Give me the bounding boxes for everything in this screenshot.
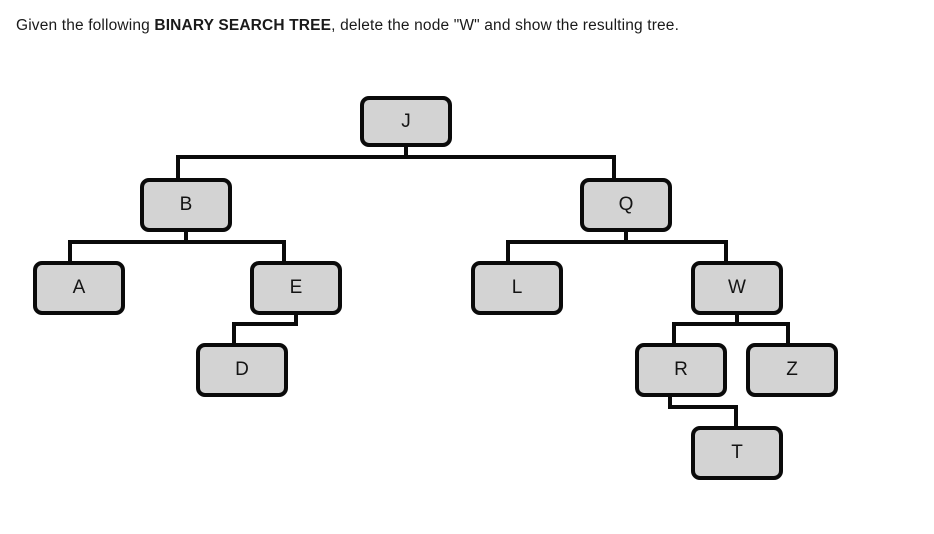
edge-b-stem bbox=[184, 232, 188, 244]
edge-e-stem bbox=[294, 315, 298, 326]
tree-node-q[interactable]: Q bbox=[580, 178, 672, 232]
tree-node-label: W bbox=[728, 277, 746, 298]
tree-node-b[interactable]: B bbox=[140, 178, 232, 232]
tree-node-label: R bbox=[674, 359, 688, 380]
prompt-text-after: , delete the node "W" and show the resul… bbox=[331, 17, 680, 34]
prompt-emphasis: BINARY SEARCH TREE bbox=[154, 17, 332, 34]
edge-q-bar bbox=[506, 240, 728, 244]
tree-node-j[interactable]: J bbox=[360, 96, 452, 147]
edge-w-to-r-drop bbox=[672, 322, 676, 343]
edge-w-to-z-drop bbox=[786, 322, 790, 343]
edge-q-to-l-drop bbox=[506, 240, 510, 261]
edge-j-stem bbox=[404, 147, 408, 159]
edge-b-to-a-drop bbox=[68, 240, 72, 261]
tree-node-label: E bbox=[289, 277, 303, 298]
tree-node-r[interactable]: R bbox=[635, 343, 727, 397]
question-prompt: Given the following BINARY SEARCH TREE, … bbox=[16, 16, 916, 36]
tree-node-label: Z bbox=[786, 359, 798, 380]
prompt-text-before: Given the following bbox=[16, 17, 155, 34]
edge-e-to-d-drop bbox=[232, 322, 236, 343]
tree-node-label: Q bbox=[618, 194, 634, 215]
edge-j-to-b-drop bbox=[176, 155, 180, 178]
edge-b-to-e-drop bbox=[282, 240, 286, 261]
tree-node-label: L bbox=[511, 277, 523, 298]
edge-b-bar bbox=[68, 240, 286, 244]
edge-q-to-w-drop bbox=[724, 240, 728, 261]
tree-node-d[interactable]: D bbox=[196, 343, 288, 397]
edge-r-bar bbox=[668, 405, 738, 409]
tree-node-label: A bbox=[72, 277, 86, 298]
edge-w-bar bbox=[672, 322, 790, 326]
edge-w-stem bbox=[735, 315, 739, 326]
edge-r-stem bbox=[668, 397, 672, 408]
edge-q-stem bbox=[624, 232, 628, 244]
edge-j-to-q-drop bbox=[612, 155, 616, 178]
tree-node-label: B bbox=[179, 194, 193, 215]
tree-node-label: J bbox=[401, 110, 411, 132]
tree-node-l[interactable]: L bbox=[471, 261, 563, 315]
edge-r-to-t-drop bbox=[734, 405, 738, 426]
tree-node-a[interactable]: A bbox=[33, 261, 125, 315]
tree-node-w[interactable]: W bbox=[691, 261, 783, 315]
tree-node-e[interactable]: E bbox=[250, 261, 342, 315]
tree-node-z[interactable]: Z bbox=[746, 343, 838, 397]
tree-node-label: T bbox=[731, 442, 743, 463]
tree-node-t[interactable]: T bbox=[691, 426, 783, 480]
edge-e-bar bbox=[232, 322, 298, 326]
tree-node-label: D bbox=[235, 359, 249, 380]
edge-j-bar bbox=[176, 155, 616, 159]
